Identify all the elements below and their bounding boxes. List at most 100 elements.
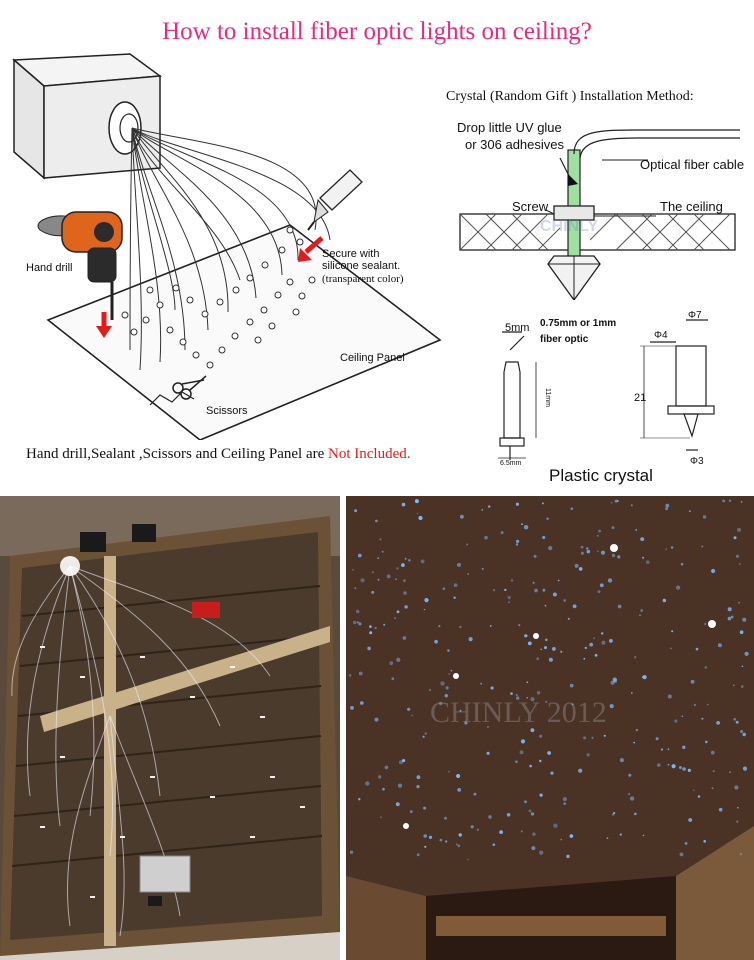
ceiling-star [377,557,380,559]
ceiling-star [703,840,706,843]
ceiling-star [493,589,496,592]
ceiling-star [528,809,532,813]
ceiling-star [369,631,373,635]
ceiling-star [460,514,464,519]
ceiling-star [490,686,494,690]
ceiling-star [601,632,604,635]
ceiling-star [547,751,551,755]
ceiling-star [682,745,686,749]
ceiling-star [394,617,396,619]
ceiling-star [548,546,553,551]
ceiling-star [445,686,449,690]
ceiling-star [423,834,427,838]
fiber-label-line1: 0.75mm or 1mm [540,318,617,329]
scissors-label: Scissors [206,405,248,417]
ceiling-star [470,825,474,829]
ceiling-star [418,515,423,521]
ceiling-star [439,701,443,706]
ceiling-star [578,768,583,773]
ceiling-star [560,650,563,653]
photo-starry-ceiling: CHINLY 2012 [346,496,754,960]
ceiling-star [613,812,616,815]
photo-red-connector [192,602,220,618]
ceiling-star [375,519,378,523]
ceiling-star [456,774,461,778]
ceiling-star [739,852,742,856]
ceiling-star [628,793,631,795]
ceiling-star [510,692,513,695]
ceiling-star [508,601,510,603]
ceiling-star [606,837,609,839]
ceiling-star [570,507,574,510]
ceiling-star [445,840,448,843]
ceiling-star [611,502,613,504]
ceiling-star [744,651,749,656]
ceiling-star [492,843,496,846]
ceiling-star [480,682,482,685]
ceiling-star [617,604,622,609]
ceiling-star [740,730,744,733]
ceiling-star [428,688,432,692]
screw-label: Screw [512,199,549,214]
ceiling-star [635,728,638,732]
ceiling-star [742,766,748,771]
ceiling-star [571,703,574,706]
ceiling-star [600,550,606,555]
ceiling-stars [348,499,749,861]
ceiling-star [697,795,701,798]
ceiling-star [586,549,591,554]
ceiling-star [403,579,406,582]
ceiling-star [473,792,477,796]
glue-label-line1: Drop little UV glue [457,120,562,135]
ceiling-star [711,787,714,790]
ceiling-star [665,548,668,551]
ceiling-star [633,741,636,744]
ceiling-star [704,622,707,626]
ceiling-star [455,843,458,846]
ceiling-star [438,625,441,628]
ceiling-star [733,684,735,686]
ceiling-star [727,616,732,621]
ceiling-star [536,657,539,660]
ceiling-star [356,621,359,624]
ceiling-star [574,563,579,568]
ceiling-star [662,598,666,603]
ceiling-star [457,562,461,567]
dim-phi7: Φ7 [688,310,702,321]
ceiling-panel-shape [46,224,442,440]
ceiling-star [444,694,448,698]
ceiling-star [609,639,613,643]
photo-driver-box [80,532,106,552]
ceiling-star [728,499,732,502]
dim-small-length: 11mm [543,388,551,407]
crystal-watermark: CHINLY [540,218,599,235]
ceiling-star [634,812,637,816]
ceiling-star [519,750,524,755]
ceiling-star [671,764,676,769]
ceiling-star [642,556,645,559]
ceiling-star [734,785,739,790]
ceiling-star [704,666,708,669]
ceiling-star [516,539,520,543]
ceiling-star [569,834,574,838]
ceiling-star [642,675,647,680]
ceiling-star [447,770,450,773]
ceiling-star [552,647,556,651]
ceiling-star [349,850,354,854]
ceiling-star [545,700,548,703]
ceiling-star [532,581,535,584]
ceiling-star [712,770,715,773]
ceiling-star [520,739,526,744]
ceiling-star [586,547,589,550]
ceiling-star [464,721,468,725]
ceiling-star [354,587,357,590]
ceiling-star [628,773,632,777]
ceiling-star [742,732,746,737]
ceiling-star [544,604,547,607]
ceiling-star [444,816,447,820]
crystal-install-diagram [459,129,740,300]
ceiling-star [422,735,425,738]
ceiling-star [682,767,686,771]
ceiling-star [597,550,599,553]
ceiling-star [360,578,365,583]
